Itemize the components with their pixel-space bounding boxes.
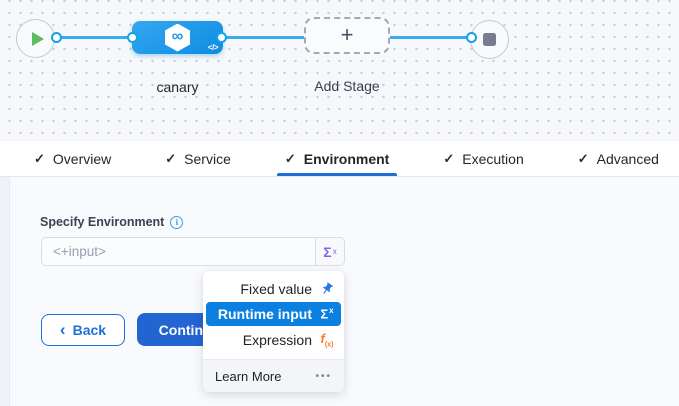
stop-icon bbox=[483, 33, 496, 46]
back-button-label: Back bbox=[72, 322, 107, 338]
tab-label: Execution bbox=[462, 150, 524, 167]
check-icon: ✓ bbox=[165, 150, 177, 166]
play-icon bbox=[31, 31, 44, 46]
plus-icon: + bbox=[340, 21, 354, 47]
connector-line bbox=[388, 36, 473, 39]
add-stage-button[interactable]: + bbox=[304, 17, 390, 54]
sigma-sup: x bbox=[332, 247, 337, 256]
back-button[interactable]: ‹ Back bbox=[41, 314, 125, 346]
specify-environment-label: Specify Environment bbox=[40, 215, 165, 229]
code-view-icon[interactable]: </> bbox=[207, 43, 219, 52]
menu-item-expression[interactable]: Expression f(x) bbox=[203, 327, 344, 352]
fx-icon: f(x) bbox=[320, 330, 334, 349]
connector-line bbox=[54, 36, 134, 39]
check-icon: ✓ bbox=[577, 150, 589, 166]
stage-node-canary[interactable]: ∞ </> bbox=[132, 21, 223, 54]
tab-overview[interactable]: ✓ Overview bbox=[26, 141, 119, 176]
sigma-icon: Σx bbox=[320, 306, 334, 322]
tab-label: Service bbox=[184, 150, 231, 167]
connector-line bbox=[221, 36, 306, 39]
connector-port[interactable] bbox=[51, 32, 62, 43]
connector-port[interactable] bbox=[127, 32, 138, 43]
pin-icon bbox=[319, 281, 335, 296]
environment-input-group: Σx bbox=[41, 237, 345, 266]
tab-environment[interactable]: ✓ Environment bbox=[276, 141, 398, 176]
environment-panel: Specify Environment Σx Fixed value Runti… bbox=[0, 177, 679, 406]
sigma-icon: Σ bbox=[323, 243, 332, 260]
environment-input[interactable] bbox=[42, 238, 315, 265]
stage-tab-bar: ✓ Overview ✓ Service ✓ Environment ✓ Exe… bbox=[0, 141, 679, 177]
check-icon: ✓ bbox=[284, 150, 296, 166]
menu-item-label: Expression bbox=[242, 331, 312, 348]
deployment-hexagon-icon: ∞ bbox=[165, 23, 190, 52]
connector-port[interactable] bbox=[216, 32, 227, 43]
tab-advanced[interactable]: ✓ Advanced bbox=[570, 141, 667, 176]
tab-service[interactable]: ✓ Service bbox=[157, 141, 239, 176]
connector-port[interactable] bbox=[466, 32, 477, 43]
pipeline-canvas[interactable]: ∞ </> canary + Add Stage bbox=[0, 0, 679, 141]
panel-left-rail bbox=[0, 177, 10, 406]
pipeline-start-node[interactable] bbox=[16, 19, 55, 58]
menu-item-runtime-input[interactable]: Runtime input Σx bbox=[206, 302, 341, 326]
menu-item-label: Runtime input bbox=[217, 306, 312, 322]
menu-item-label: Fixed value bbox=[240, 280, 312, 297]
info-icon[interactable] bbox=[170, 215, 184, 229]
check-icon: ✓ bbox=[443, 150, 455, 166]
chevron-left-icon: ‹ bbox=[59, 319, 66, 339]
more-options-icon[interactable]: ••• bbox=[315, 370, 332, 382]
pipeline-loop-glyph: ∞ bbox=[171, 28, 184, 45]
menu-item-fixed-value[interactable]: Fixed value bbox=[203, 276, 344, 301]
tab-label: Environment bbox=[303, 150, 390, 167]
tab-execution[interactable]: ✓ Execution bbox=[435, 141, 531, 176]
add-stage-label: Add Stage bbox=[314, 78, 380, 94]
tab-label: Advanced bbox=[596, 150, 659, 167]
stage-name-label: canary bbox=[156, 79, 199, 95]
menu-footer: Learn More ••• bbox=[203, 359, 344, 392]
check-icon: ✓ bbox=[34, 150, 45, 166]
learn-more-link[interactable]: Learn More bbox=[215, 368, 282, 384]
value-type-menu: Fixed value Runtime input Σx Expression … bbox=[203, 271, 344, 392]
tab-label: Overview bbox=[52, 150, 112, 167]
